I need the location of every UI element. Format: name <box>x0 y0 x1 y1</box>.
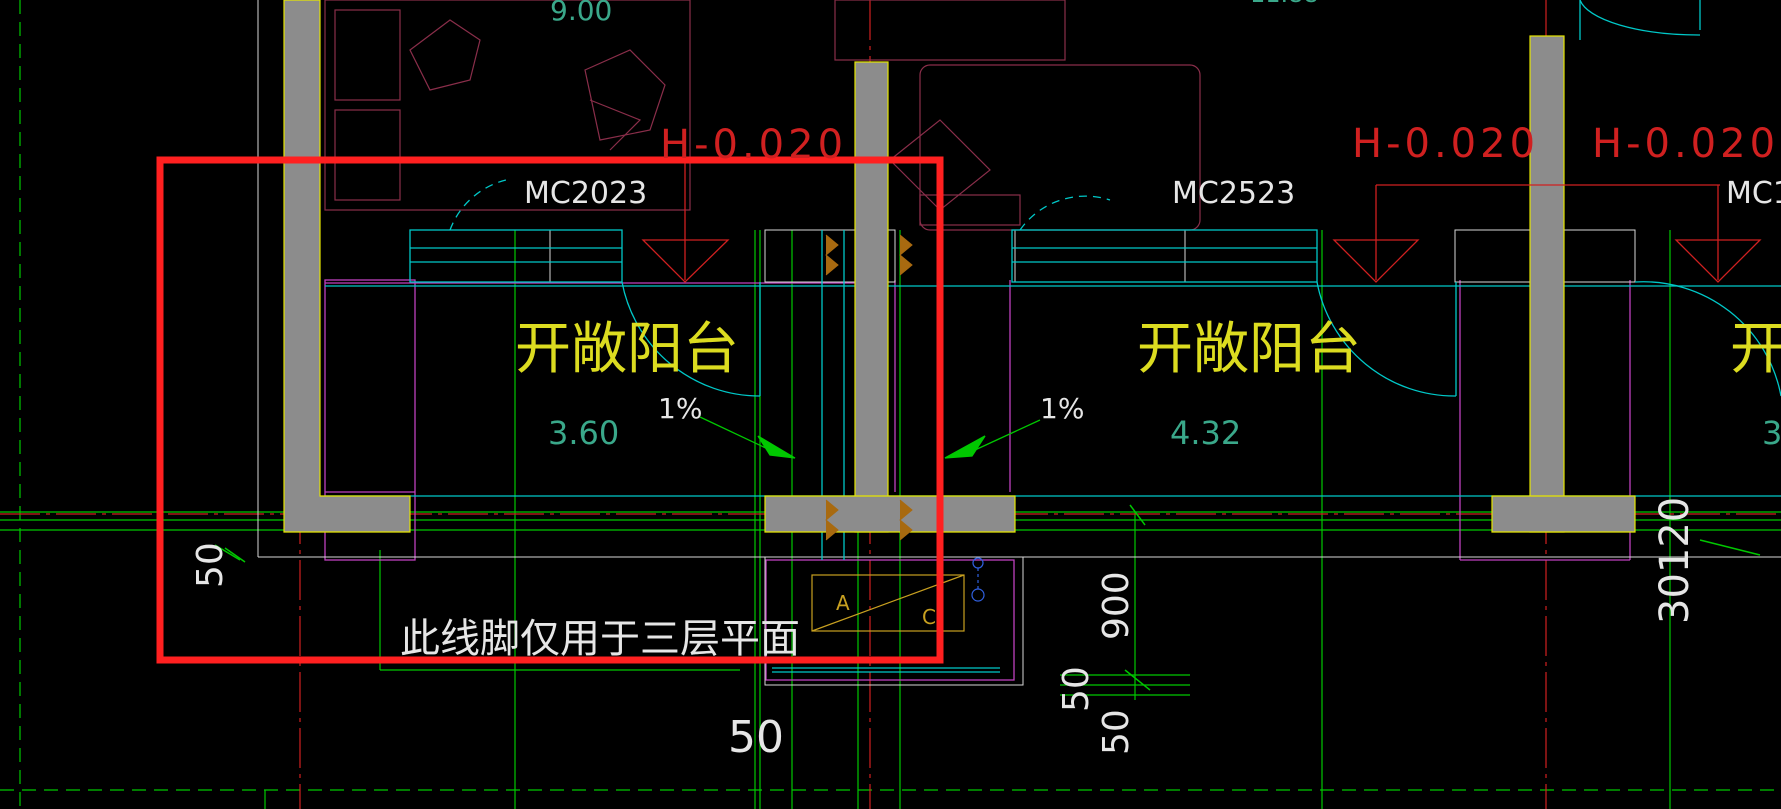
dim-50-b: 50 <box>1096 709 1137 755</box>
unit-mark-c: C <box>922 605 936 629</box>
walls <box>283 0 1636 533</box>
drain-detail <box>772 557 1000 673</box>
area-label-3: 3 <box>1762 414 1781 452</box>
top-area-upper-right: 11.88 <box>1250 0 1319 8</box>
door-label-3: MC1 <box>1726 176 1781 211</box>
dim-ticks <box>214 504 1761 691</box>
room-label-3: 开 <box>1730 317 1781 382</box>
dim-left: 50 <box>190 542 231 588</box>
slope-arrows <box>699 416 1041 459</box>
elevation-markers <box>641 155 1762 283</box>
elevation-label-3: H-0.020 <box>1592 121 1779 167</box>
door-label-2: MC2523 <box>1172 176 1295 211</box>
area-label-1: 3.60 <box>548 414 619 452</box>
room-label-1: 开敞阳台 <box>515 317 739 382</box>
furniture <box>324 0 1201 231</box>
dim-50-a: 50 <box>1056 666 1097 712</box>
unit-mark-a: A <box>836 591 850 615</box>
dim-bottom: 50 <box>728 712 784 763</box>
slope-label-2: 1% <box>1040 392 1084 425</box>
dim-right: 30120 <box>1652 497 1698 624</box>
highlight-box <box>156 156 944 664</box>
elevation-label-1: H-0.020 <box>660 122 847 168</box>
top-area-upper: 9.00 <box>550 0 612 27</box>
labels: 9.00 11.88 H-0.020 H-0.020 H-0.020 MC202… <box>190 0 1781 763</box>
columns <box>825 234 913 541</box>
door-label-1: MC2023 <box>524 176 647 211</box>
elevation-label-2: H-0.020 <box>1352 121 1539 167</box>
area-label-2: 4.32 <box>1170 414 1241 452</box>
slope-label-1: 1% <box>658 392 702 425</box>
dim-900: 900 <box>1096 571 1137 640</box>
room-label-2: 开敞阳台 <box>1137 317 1361 382</box>
note-label: 此线脚仅用于三层平面 <box>400 616 800 662</box>
